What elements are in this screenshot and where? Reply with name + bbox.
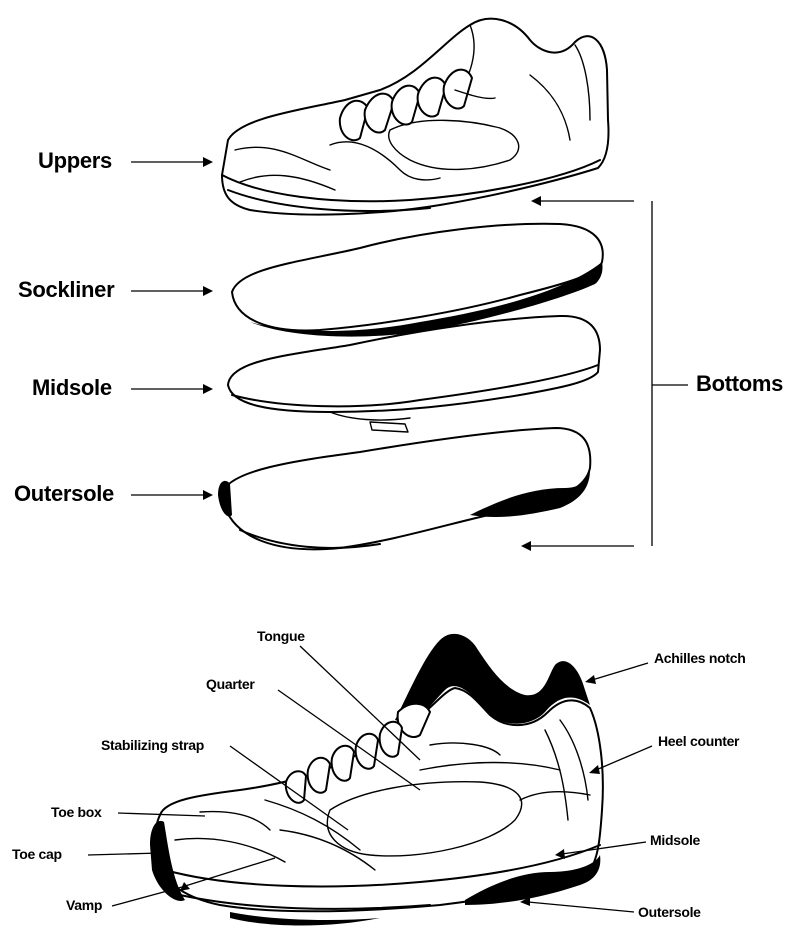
heel-counter-label: Heel counter <box>658 733 739 749</box>
outersole-label: Outersole <box>14 481 114 507</box>
outersole-bottom-label: Outersole <box>638 904 701 920</box>
toe-cap-label: Toe cap <box>12 846 62 862</box>
sockliner-label: Sockliner <box>18 277 114 303</box>
exploded-shoe-illustration <box>218 19 609 550</box>
achilles-notch-pointer <box>585 663 648 684</box>
outersole-pointer <box>131 490 213 500</box>
upper-shoe-drawing <box>222 19 609 215</box>
quarter-label: Quarter <box>206 676 254 692</box>
vamp-label: Vamp <box>66 897 102 913</box>
sockliner-pointer <box>131 286 213 296</box>
stabilizing-strap-label: Stabilizing strap <box>101 737 204 753</box>
toe-box-label: Toe box <box>51 804 102 820</box>
midsole-drawing <box>228 316 600 432</box>
bottoms-label: Bottoms <box>696 371 783 397</box>
outersole-bottom-pointer <box>520 897 634 912</box>
midsole-pointer <box>131 384 213 394</box>
outersole-drawing <box>218 428 590 549</box>
uppers-label: Uppers <box>38 148 112 174</box>
midsole-label: Midsole <box>32 375 112 401</box>
tongue-label: Tongue <box>257 628 305 644</box>
midsole-bottom-label: Midsole <box>650 832 700 848</box>
uppers-pointer <box>131 157 213 167</box>
achilles-notch-label: Achilles notch <box>654 650 745 666</box>
